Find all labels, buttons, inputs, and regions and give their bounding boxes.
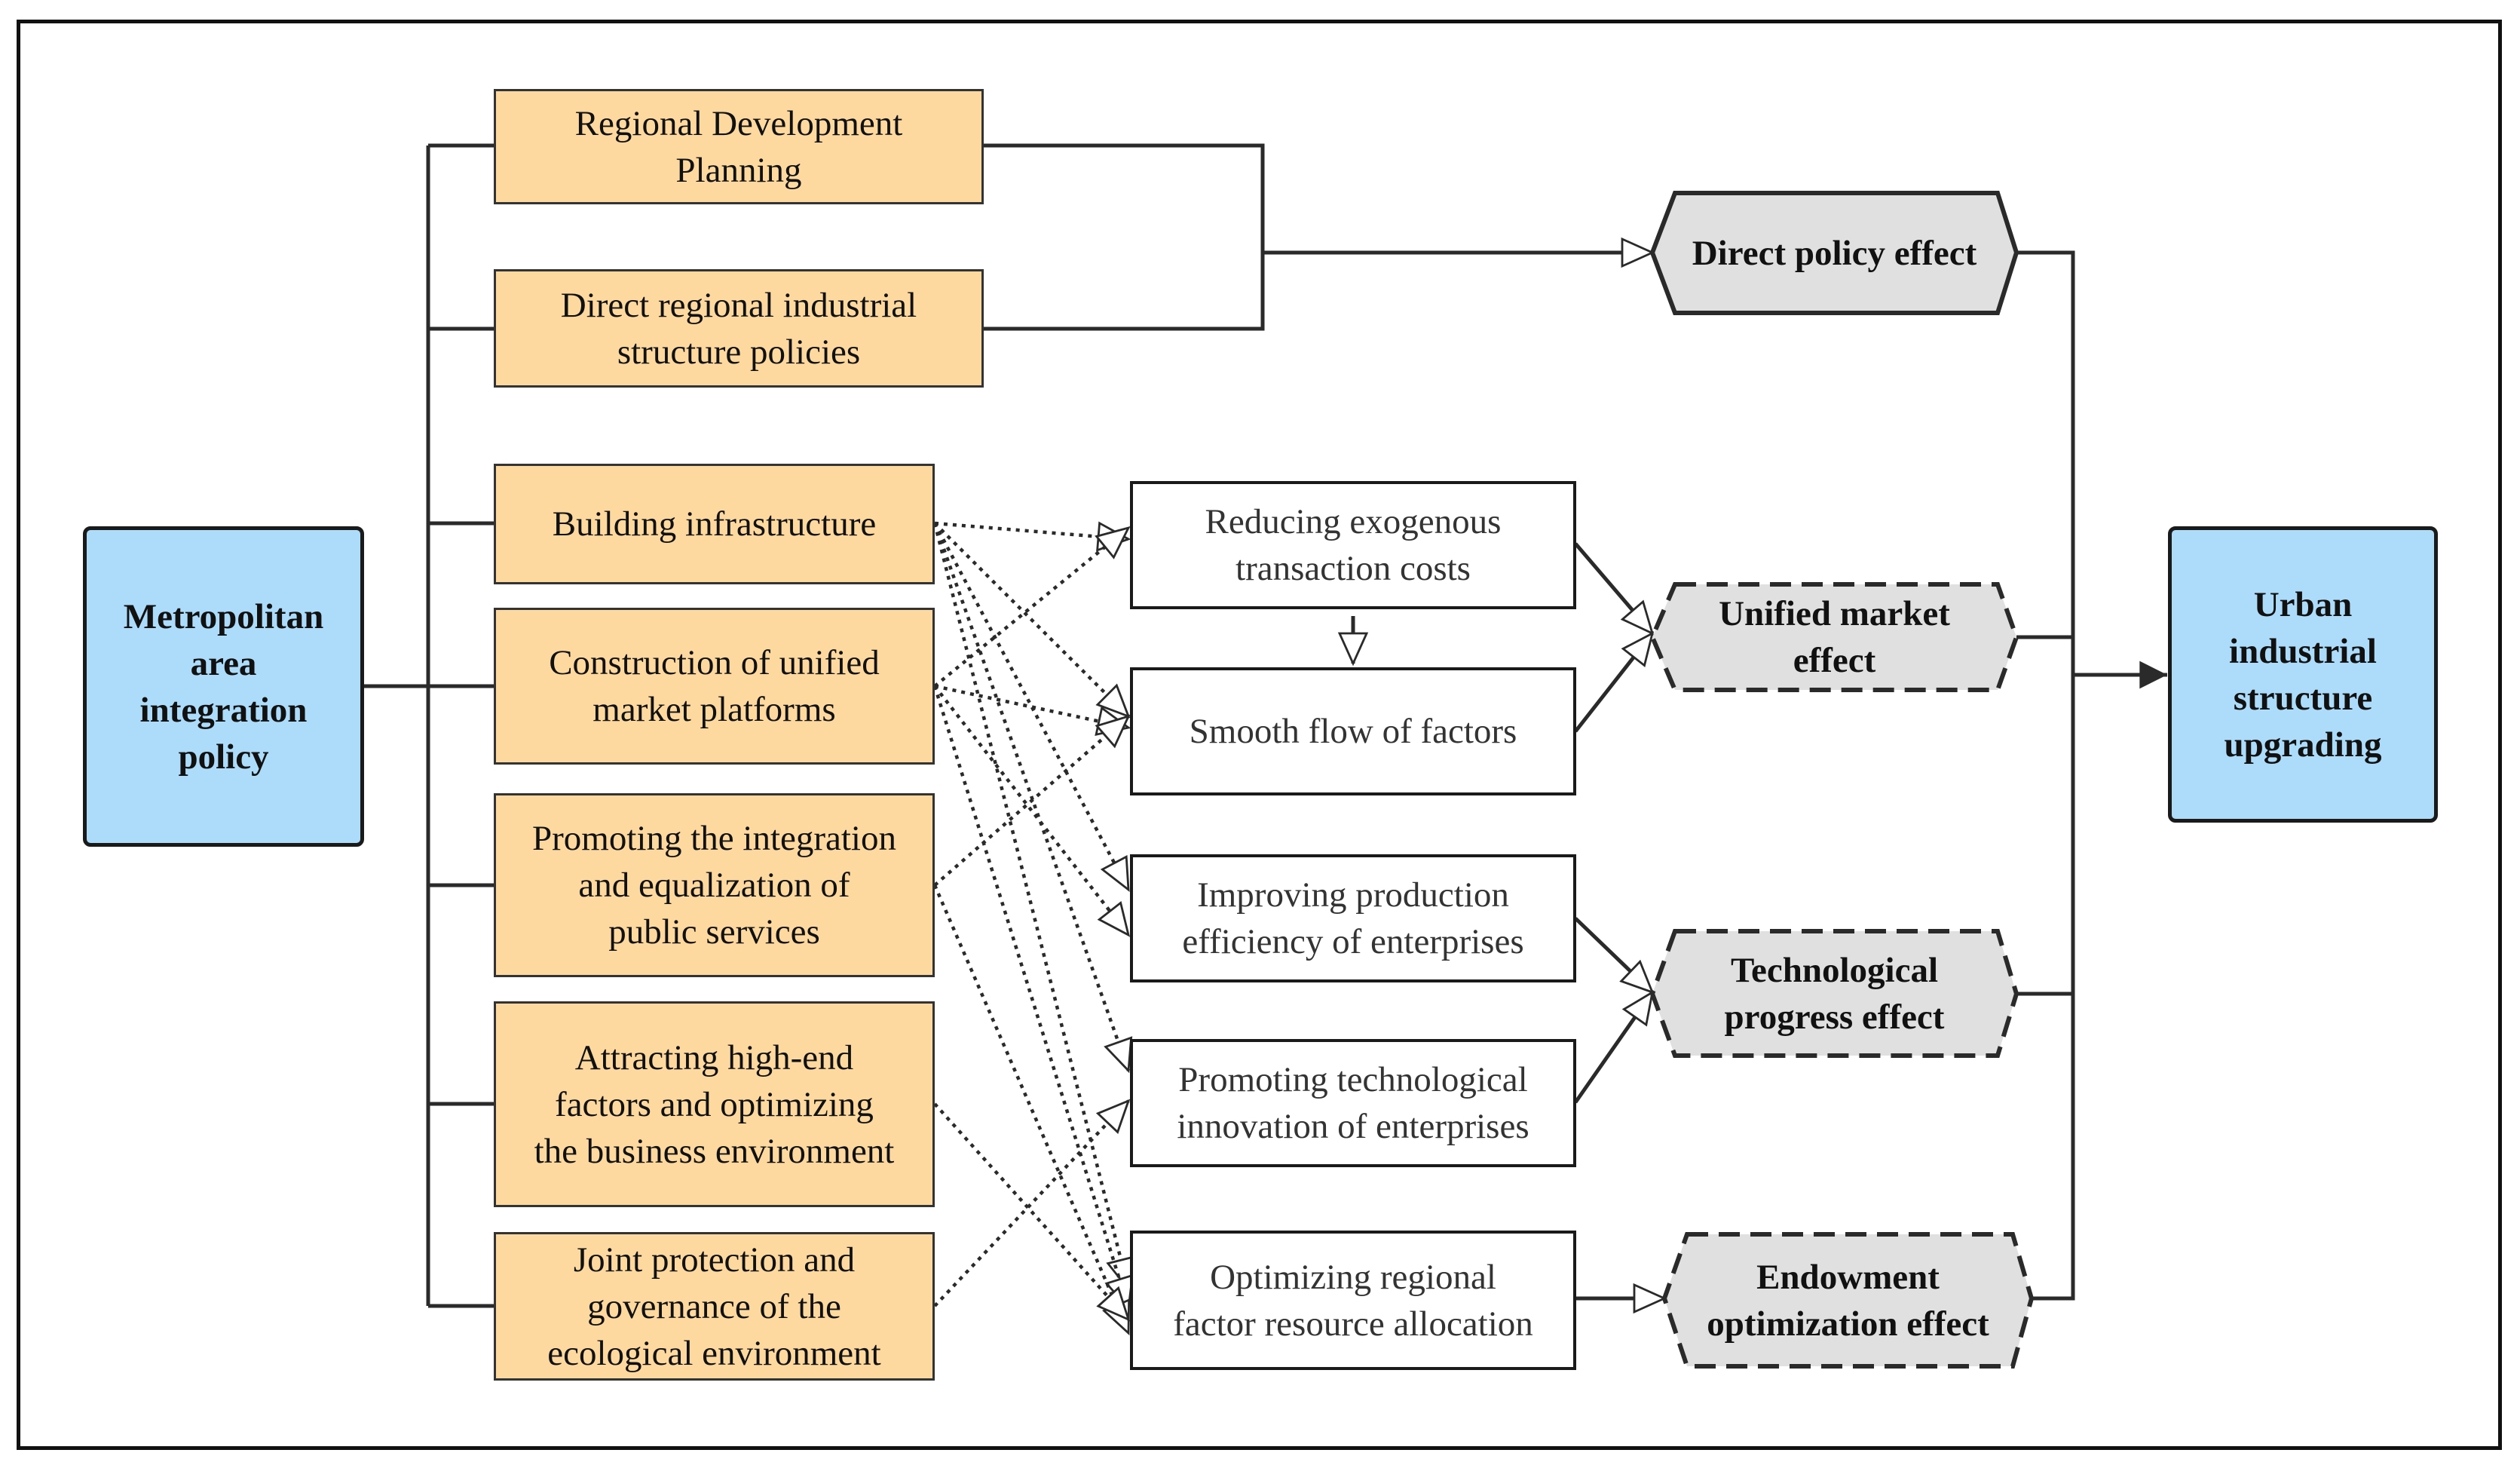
policy-label: Attracting high-end factors and optimizi…: [534, 1038, 895, 1171]
mechanism-box-resource-allocation: Optimizing regional factor resource allo…: [1130, 1231, 1576, 1370]
effect-technological-progress: Technological progress effect: [1652, 931, 2016, 1056]
effect-label: Direct policy effect: [1692, 233, 1977, 273]
diagram-frame: [17, 20, 2502, 1450]
endowment-optimization-effect-shape: [1661, 1232, 2035, 1369]
urban-upgrading-label: Urban industrial structure upgrading: [2224, 584, 2382, 765]
mechanism-label: Smooth flow of factors: [1189, 712, 1517, 751]
effect-unified-market: Unified market effect: [1652, 584, 2016, 690]
technological-progress-effect-shape: [1649, 929, 2019, 1058]
mechanism-box-flow-of-factors: Smooth flow of factors: [1130, 667, 1576, 795]
policy-box-infrastructure: Building infrastructure: [494, 464, 935, 584]
policy-label: Building infrastructure: [552, 504, 877, 544]
unified-market-effect-shape: [1649, 582, 2019, 692]
mechanism-effect-arrows: [1337, 542, 1667, 1314]
policy-label: Construction of unified market platforms: [549, 643, 880, 729]
effect-label: Technological progress effect: [1724, 950, 1945, 1037]
mechanism-box-technological-innovation: Promoting technological innovation of en…: [1130, 1039, 1576, 1167]
effect-label: Endowment optimization effect: [1707, 1257, 1989, 1344]
right-convergence-connector: [2016, 250, 2167, 1301]
effect-endowment-optimization: Endowment optimization effect: [1664, 1234, 2032, 1366]
metropolitan-policy-node: Metropolitan area integration policy: [83, 526, 364, 847]
mechanism-box-transaction-costs: Reducing exogenous transaction costs: [1130, 481, 1576, 609]
direct-policy-effect-shape: [1649, 191, 2019, 315]
mechanism-box-production-efficiency: Improving production efficiency of enter…: [1130, 854, 1576, 982]
direct-policy-connector: [984, 143, 1655, 331]
effect-direct-policy: Direct policy effect: [1652, 193, 2016, 313]
mechanism-label: Reducing exogenous transaction costs: [1205, 502, 1502, 588]
policy-label: Promoting the integration and equalizati…: [532, 819, 896, 952]
effect-label: Unified market effect: [1719, 594, 1950, 680]
effect-hexagons: [1649, 191, 2035, 1369]
dotted-links: [932, 521, 1136, 1336]
policy-box-ecological-environment: Joint protection and governance of the e…: [494, 1232, 935, 1381]
urban-upgrading-node: Urban industrial structure upgrading: [2168, 526, 2438, 823]
policy-box-regional-planning: Regional Development Planning: [494, 89, 984, 204]
policy-box-public-services: Promoting the integration and equalizati…: [494, 793, 935, 977]
mechanism-label: Promoting technological innovation of en…: [1177, 1060, 1529, 1146]
mechanism-label: Optimizing regional factor resource allo…: [1173, 1257, 1533, 1344]
policy-box-high-end-factors: Attracting high-end factors and optimizi…: [494, 1001, 935, 1207]
policy-box-industrial-structure: Direct regional industrial structure pol…: [494, 269, 984, 388]
policy-label: Regional Development Planning: [574, 103, 903, 190]
policy-label: Joint protection and governance of the e…: [547, 1240, 881, 1373]
mechanism-label: Improving production efficiency of enter…: [1182, 875, 1524, 961]
metropolitan-policy-label: Metropolitan area integration policy: [123, 596, 324, 777]
policy-label: Direct regional industrial structure pol…: [560, 285, 917, 372]
left-tree-connector: [364, 143, 494, 1308]
policy-box-unified-market-platforms: Construction of unified market platforms: [494, 608, 935, 765]
